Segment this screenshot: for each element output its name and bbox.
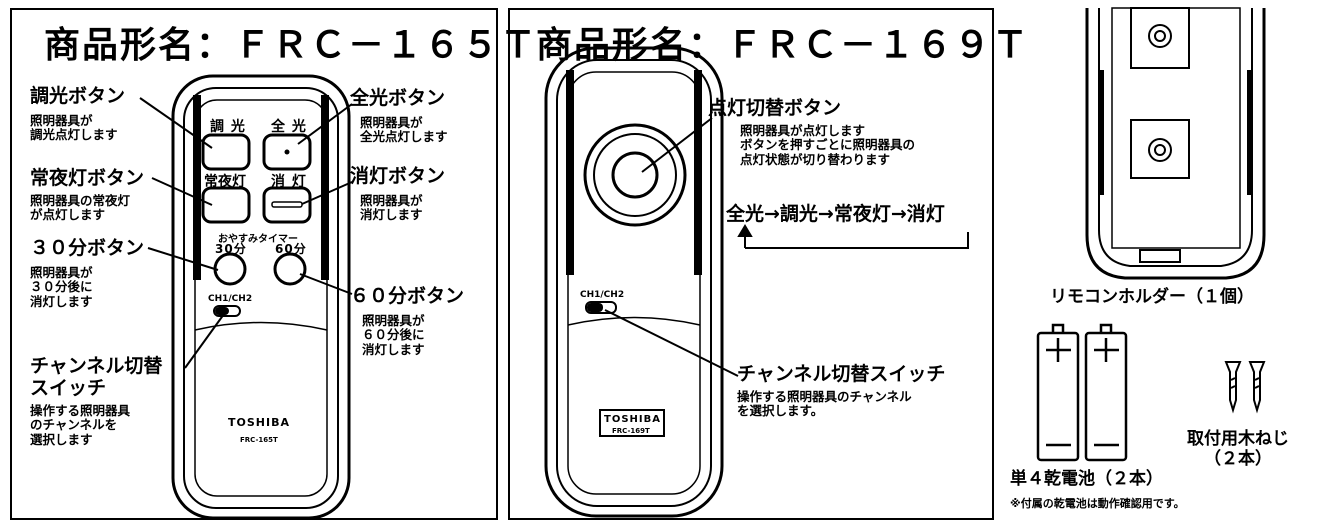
desc-toggle-button: 照明器具が点灯します ボタンを押すごとに照明器具の 点灯状態が切り替わります [740,123,916,167]
label-60min-button: ６０分ボタン [350,285,465,307]
label-night-button: 常夜灯ボタン [30,167,145,189]
60min-key-label: 60分 [275,242,307,256]
channel-switch-label-169t: CH1/CH2 [580,290,625,300]
page-title-frc-169t: 商品形名：ＦＲＣ－１６９Ｔ [536,25,1031,66]
brand-logo-165t: TOSHIBA [228,416,290,429]
30min-key-label: 30分 [215,242,247,256]
light-cycle-sequence: 全光→調光→常夜灯→消灯 [726,203,945,225]
remote-frc-169t [544,46,724,518]
model-label-165t: FRC-165T [240,436,278,444]
brand-logo-169t: TOSHIBA [604,414,661,425]
remote-holder [1085,7,1266,280]
holder-label: リモコンホルダー（１個） [1050,287,1254,307]
desc-30min-button: 照明器具が ３０分後に 消灯します [30,265,93,309]
desc-night-button: 照明器具の常夜灯 が点灯します [30,193,131,223]
label-30min-button: ３０分ボタン [30,237,145,259]
desc-60min-button: 照明器具が ６０分後に 消灯します [362,313,425,357]
desc-off-button: 照明器具が 消灯します [360,193,423,223]
label-channel-switch-169t: チャンネル切替スイッチ [737,363,946,385]
screw-1 [1224,361,1242,414]
screw-2 [1248,361,1266,414]
screws-label: 取付用木ねじ （２本） [1187,429,1289,469]
label-off-button: 消灯ボタン [350,165,446,187]
off-button-label: 消 灯 [271,174,307,190]
remote-frc-165t [171,74,351,520]
label-toggle-button: 点灯切替ボタン [708,97,842,119]
dimmer-button-label: 調 光 [210,119,246,135]
battery-note: ※付属の乾電池は動作確認用です。 [1010,497,1185,510]
model-label-169t: FRC-169T [612,427,650,435]
callout-lines-169t [604,117,969,377]
desc-dimmer-button: 照明器具が 調光点灯します [30,113,118,143]
desc-channel-switch-169t: 操作する照明器具のチャンネル を選択します。 [737,389,912,419]
desc-channel-switch: 操作する照明器具 のチャンネルを 選択します [30,403,131,447]
night-button-label: 常夜灯 [204,174,246,190]
page-title-frc-165t: 商品形名：ＦＲＣ－１６５Ｔ [44,25,539,66]
callout-lines-165t [139,97,353,369]
desc-full-button: 照明器具が 全光点灯します [360,115,448,145]
battery-2 [1084,323,1128,462]
label-channel-switch: チャンネル切替 スイッチ [30,355,163,399]
channel-switch-label-165t: CH1/CH2 [208,294,253,304]
sleep-timer-label: おやすみタイマー [218,234,298,245]
label-full-button: 全光ボタン [350,87,446,109]
battery-1 [1036,323,1080,462]
battery-label: 単４乾電池（２本） [1010,469,1163,489]
full-button-label: 全 光 [271,119,307,135]
label-dimmer-button: 調光ボタン [30,85,126,107]
